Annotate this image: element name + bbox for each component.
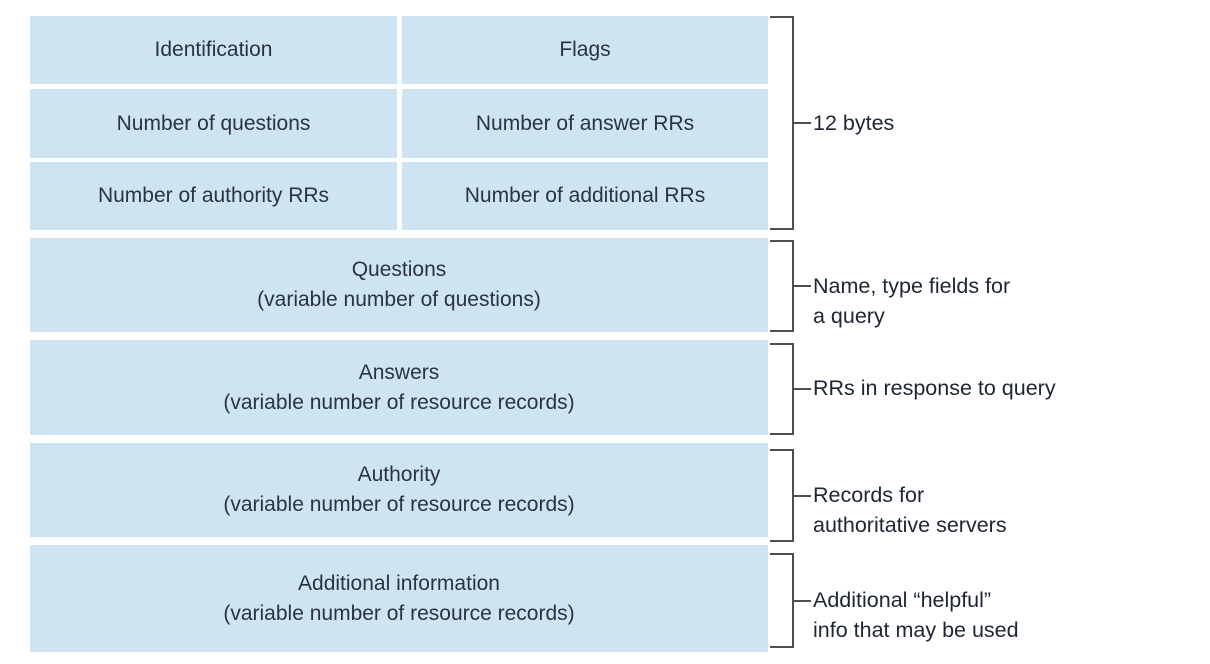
bracket-top-line xyxy=(770,16,794,18)
annotation-answers: RRs in response to query xyxy=(813,373,1056,403)
section-authority-note: (variable number of resource records) xyxy=(223,493,575,516)
bracket-vertical-line xyxy=(792,240,794,332)
bracket-vertical-line xyxy=(792,343,794,435)
bracket-tick xyxy=(794,599,811,602)
annotation-questions: Name, type fields for a query xyxy=(813,271,1010,331)
bracket-top-line xyxy=(770,343,794,345)
section-questions-note: (variable number of questions) xyxy=(257,288,541,311)
bracket-bottom-line xyxy=(770,330,794,332)
bracket-tick xyxy=(794,494,811,497)
section-questions-title: Questions xyxy=(351,258,447,281)
bracket-bottom-line xyxy=(770,646,794,648)
annotation-line: Name, type fields for xyxy=(813,274,1011,298)
bracket-bottom-line xyxy=(770,228,794,230)
annotation-line: RRs in response to query xyxy=(813,376,1056,400)
field-number-of-additional-rrs: Number of additional RRs xyxy=(402,162,768,230)
section-authority-title: Authority xyxy=(357,463,441,486)
field-identification: Identification xyxy=(30,16,397,84)
section-questions: Questions (variable number of questions) xyxy=(30,238,768,332)
bracket-bottom-line xyxy=(770,540,794,542)
field-flags: Flags xyxy=(402,16,768,84)
bracket-top-line xyxy=(770,449,794,451)
bracket-12-bytes xyxy=(770,16,811,230)
annotation-additional-information: Additional “helpful” info that may be us… xyxy=(813,585,1019,645)
section-answers-title: Answers xyxy=(358,360,440,384)
bracket-vertical-line xyxy=(792,16,794,230)
bracket-answers xyxy=(770,343,811,435)
bracket-questions xyxy=(770,240,811,332)
bracket-vertical-line xyxy=(792,553,794,648)
section-answers: Answers (variable number of resource rec… xyxy=(30,340,768,435)
field-number-of-authority-rrs: Number of authority RRs xyxy=(30,162,397,230)
annotation-line: a query xyxy=(813,304,885,328)
annotation-line: Additional “helpful” xyxy=(813,588,992,612)
section-additional-information: Additional information (variable number … xyxy=(30,545,768,652)
annotation-line: authoritative servers xyxy=(813,513,1007,537)
section-answers-note: (variable number of resource records) xyxy=(223,390,575,414)
annotation-line: Records for xyxy=(813,483,925,507)
bracket-top-line xyxy=(770,553,794,555)
field-number-of-answer-rrs: Number of answer RRs xyxy=(402,89,768,158)
section-authority: Authority (variable number of resource r… xyxy=(30,443,768,537)
section-additional-information-note: (variable number of resource records) xyxy=(223,601,575,625)
annotation-authority: Records for authoritative servers xyxy=(813,480,1007,540)
annotation-line: info that may be used xyxy=(813,618,1019,642)
field-number-of-questions: Number of questions xyxy=(30,89,397,158)
bracket-authority xyxy=(770,449,811,542)
bracket-tick xyxy=(794,388,811,390)
bracket-vertical-line xyxy=(792,449,794,542)
bracket-tick xyxy=(794,122,811,124)
bracket-tick xyxy=(794,285,811,287)
annotation-line: 12 bytes xyxy=(813,111,895,135)
bracket-top-line xyxy=(770,240,794,242)
bracket-bottom-line xyxy=(770,433,794,435)
annotation-12-bytes: 12 bytes xyxy=(813,108,894,138)
section-additional-information-title: Additional information xyxy=(298,571,500,595)
bracket-additional-information xyxy=(770,553,811,648)
